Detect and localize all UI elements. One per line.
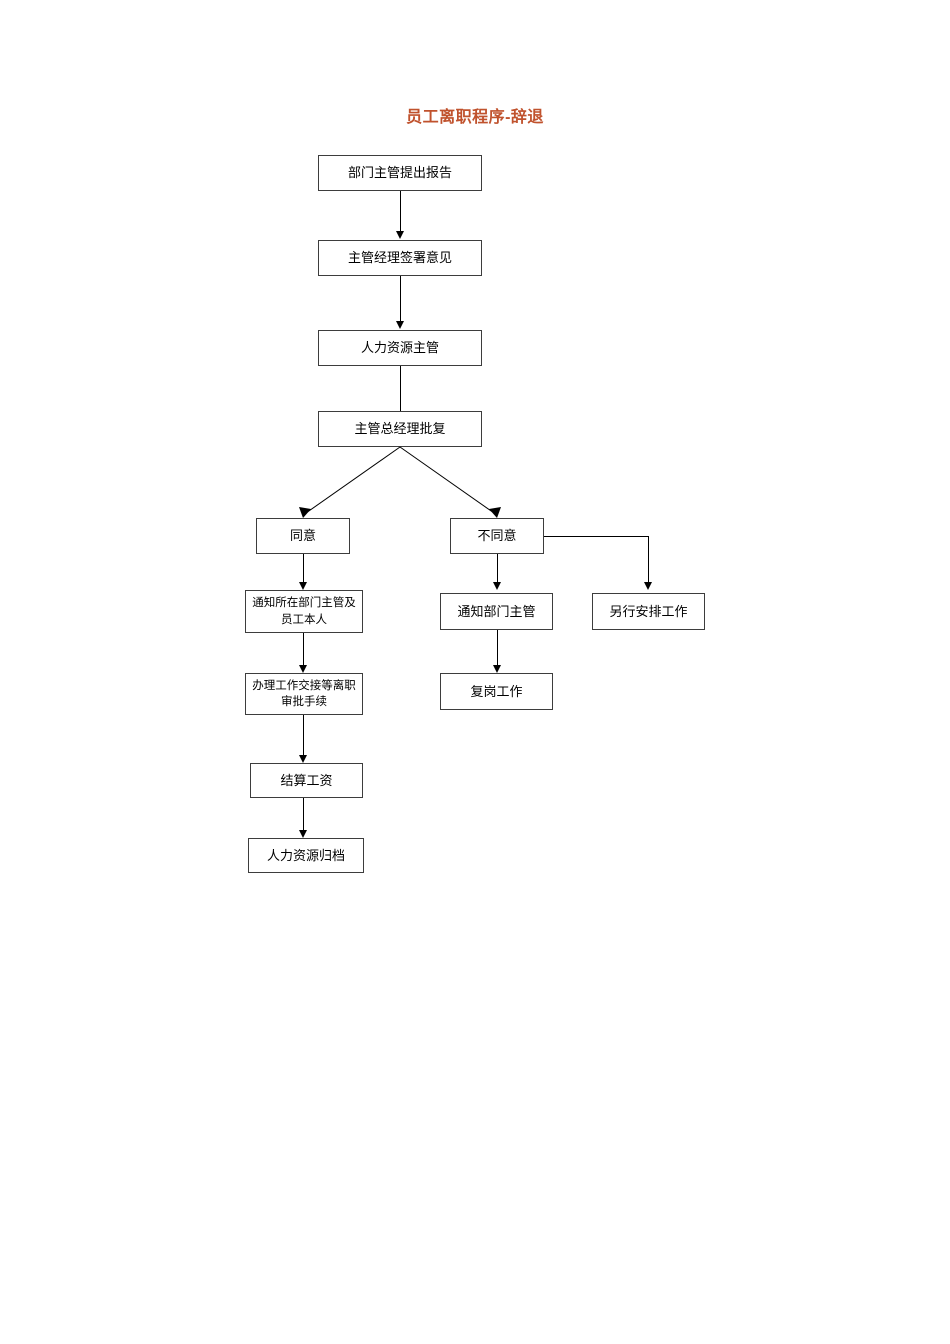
edge-n6-n8-arrowhead (493, 582, 501, 590)
edge-n2-n3-line (400, 276, 401, 321)
flow-node-notify-department-and-employee[interactable]: 通知所在部门主管及员工本人 (245, 590, 363, 633)
page-title: 员工离职程序-辞退 (406, 109, 544, 126)
edge-n5-n7-line (303, 554, 304, 582)
flow-node-hr-supervisor[interactable]: 人力资源主管 (318, 330, 482, 366)
flow-node-notify-department-supervisor[interactable]: 通知部门主管 (440, 593, 553, 630)
edge-n10-n12-line (303, 715, 304, 755)
flow-node-reassign-work[interactable]: 另行安排工作 (592, 593, 705, 630)
edge-n7-n10-arrowhead (299, 665, 307, 673)
flow-node-hr-archive[interactable]: 人力资源归档 (248, 838, 364, 873)
edge-n5-n7-arrowhead (299, 582, 307, 590)
edge-n4-n5-line (305, 446, 401, 514)
flow-node-settle-salary[interactable]: 结算工资 (250, 763, 363, 798)
flow-node-return-to-post[interactable]: 复岗工作 (440, 673, 553, 710)
edge-n1-n2-line (400, 191, 401, 231)
edge-n6-n9-arrowhead (644, 582, 652, 590)
edge-n6-n9-vertical (648, 536, 649, 582)
flow-node-manager-signature[interactable]: 主管经理签署意见 (318, 240, 482, 276)
edge-n1-n2-arrowhead (396, 231, 404, 239)
flow-node-agree[interactable]: 同意 (256, 518, 350, 554)
flow-node-general-manager-approval[interactable]: 主管总经理批复 (318, 411, 482, 447)
edge-n12-n13-arrowhead (299, 830, 307, 838)
edge-n4-n6-arrowhead (489, 507, 501, 518)
edge-n6-n9-horizontal (544, 536, 649, 537)
edge-n8-n11-arrowhead (493, 665, 501, 673)
edge-n8-n11-line (497, 630, 498, 665)
edge-n3-n4-line (400, 366, 401, 411)
flow-node-handover-and-resignation-approval[interactable]: 办理工作交接等离职审批手续 (245, 673, 363, 715)
edge-n10-n12-arrowhead (299, 755, 307, 763)
edge-n6-n8-line (497, 554, 498, 582)
flow-node-department-supervisor-report[interactable]: 部门主管提出报告 (318, 155, 482, 191)
edge-n4-n6-line (399, 446, 495, 514)
flow-node-disagree[interactable]: 不同意 (450, 518, 544, 554)
edge-n2-n3-arrowhead (396, 321, 404, 329)
edge-n4-n5-arrowhead (299, 507, 311, 518)
edge-n7-n10-line (303, 633, 304, 665)
edge-n12-n13-line (303, 798, 304, 830)
